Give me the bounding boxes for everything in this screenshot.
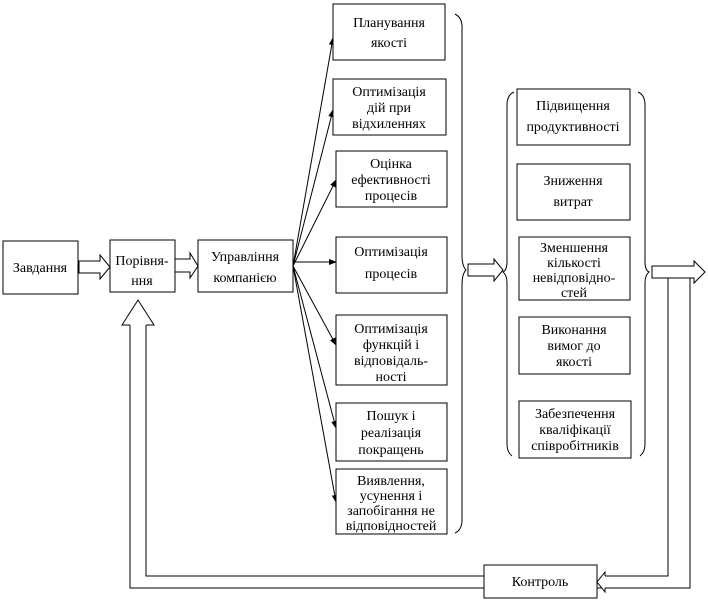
box-label: реалізація (361, 426, 422, 441)
box-label: Підвищення (536, 99, 610, 114)
box-label: запобігання не (347, 504, 435, 519)
box-label: Управління (211, 250, 280, 265)
box-label: відповідаль- (354, 354, 428, 369)
task-box: Завдання (2, 240, 79, 295)
arrow-compare-to-manage (174, 251, 199, 280)
box-label: процесів (365, 189, 418, 204)
arrow-into-control (596, 570, 606, 594)
brace-activities (454, 13, 467, 534)
box-label: Оптимізація (354, 245, 428, 260)
result-box-staff-qualification: Забезпечення кваліфікації співробітників (518, 400, 632, 459)
fan-arrows (292, 37, 338, 503)
box-label: функцій і (363, 338, 419, 353)
box-label: невідповідно- (533, 271, 616, 286)
box-label: компанією (213, 271, 276, 286)
box-label: кількості (547, 256, 601, 271)
arrow-task-to-compare (78, 253, 111, 281)
brace-results-right (637, 91, 650, 457)
box-label: Забезпечення (535, 407, 616, 422)
box-label: Завдання (13, 261, 68, 276)
box-label: кваліфікації (539, 423, 611, 438)
box-label: якості (371, 36, 407, 51)
box-label: Контроль (512, 575, 569, 590)
box-label: ння (131, 274, 153, 289)
feedback-return-outer (129, 325, 484, 589)
result-box-quality-requirements: Виконання вимог до якості (518, 316, 631, 375)
arrow-results-out (651, 259, 706, 285)
box-label: вимог до (547, 339, 600, 354)
box-label: Зниження (543, 174, 603, 189)
box-label: дій при (367, 101, 411, 116)
box-label: витрат (553, 195, 592, 210)
compare-box: Порівня- ння (109, 239, 176, 293)
box-label: усунення і (360, 489, 423, 504)
box-label: ності (375, 370, 406, 385)
box-label: Планування (353, 16, 425, 31)
activity-box-improvements: Пошук і реалізація покращень (335, 402, 448, 462)
manage-box: Управління компанією (197, 239, 294, 293)
box-label: продуктивності (526, 120, 619, 135)
activity-box-deviation-optimization: Оптимізація дій при відхиленнях (332, 78, 447, 136)
activity-box-process-evaluation: Оцінка ефективності процесів (335, 150, 448, 208)
arrow-into-compare (121, 299, 155, 326)
box-label: якості (556, 355, 592, 370)
box-label: стей (561, 286, 588, 301)
activity-box-quality-planning: Планування якості (332, 3, 446, 61)
box-label: Оптимізація (354, 322, 428, 337)
arrow-activities-to-results (467, 257, 504, 283)
box-label: покращень (358, 443, 423, 458)
box-label: відповідностей (346, 519, 437, 534)
box-label: Порівня- (115, 254, 169, 269)
result-box-cost-reduction: Зниження витрат (516, 163, 631, 221)
activity-box-nonconformities: Виявлення, усунення і запобігання не від… (335, 468, 448, 535)
box-label: Виявлення, (357, 474, 425, 489)
box-label: ефективності (351, 173, 431, 188)
feedback-return-inner (145, 325, 484, 577)
box-label: Зменшення (540, 241, 609, 256)
box-label: співробітників (531, 439, 619, 454)
control-box: Контроль (483, 564, 598, 599)
box-label: Пошук і (366, 409, 415, 424)
feedback-line-outer (597, 278, 691, 589)
feedback-line-inner (605, 278, 669, 577)
activity-box-functions-optimization: Оптимізація функцій і відповідаль- ності (335, 314, 448, 386)
box-label: процесів (365, 267, 418, 282)
activity-box-process-optimization: Оптимізація процесів (335, 236, 448, 294)
result-box-productivity: Підвищення продуктивності (516, 88, 631, 146)
box-label: Оцінка (370, 157, 413, 172)
box-label: Виконання (541, 323, 607, 338)
result-box-fewer-nonconformities: Зменшення кількості невідповідно- стей (518, 236, 631, 301)
box-label: відхиленнях (352, 117, 426, 132)
box-label: Оптимізація (352, 85, 426, 100)
brace-results-left (502, 91, 515, 457)
